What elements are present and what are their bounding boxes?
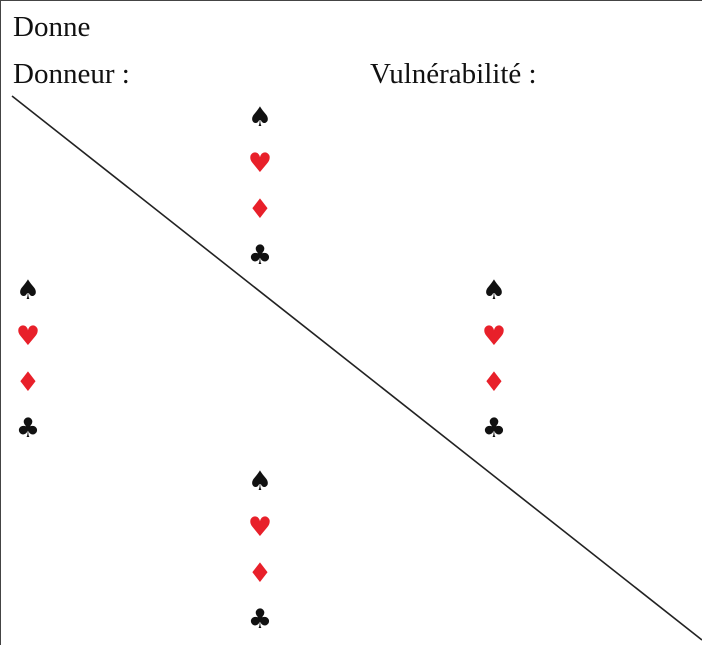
- west-heart-icon: ♥: [15, 321, 41, 352]
- west-spade-icon: ♠: [15, 275, 41, 306]
- west-hand: ♠ ♥ ♦ ♣: [12, 268, 44, 452]
- north-diamond-icon: ♦: [247, 194, 273, 225]
- north-spade-icon: ♠: [247, 102, 273, 133]
- north-club-icon: ♣: [247, 240, 273, 271]
- deal-title: Donne: [13, 11, 91, 43]
- north-heart-icon: ♥: [247, 148, 273, 179]
- south-spade-icon: ♠: [247, 466, 273, 497]
- vulnerability-label: Vulnérabilité :: [370, 58, 537, 90]
- east-club-icon: ♣: [481, 413, 507, 444]
- east-spade-icon: ♠: [481, 275, 507, 306]
- west-club-icon: ♣: [15, 413, 41, 444]
- dealer-label: Donneur :: [13, 58, 130, 90]
- east-hand: ♠ ♥ ♦ ♣: [478, 268, 510, 452]
- west-diamond-icon: ♦: [15, 367, 41, 398]
- east-diamond-icon: ♦: [481, 367, 507, 398]
- north-hand: ♠ ♥ ♦ ♣: [244, 95, 276, 279]
- south-club-icon: ♣: [247, 604, 273, 635]
- south-heart-icon: ♥: [247, 512, 273, 543]
- south-diamond-icon: ♦: [247, 558, 273, 589]
- south-hand: ♠ ♥ ♦ ♣: [244, 459, 276, 643]
- east-heart-icon: ♥: [481, 321, 507, 352]
